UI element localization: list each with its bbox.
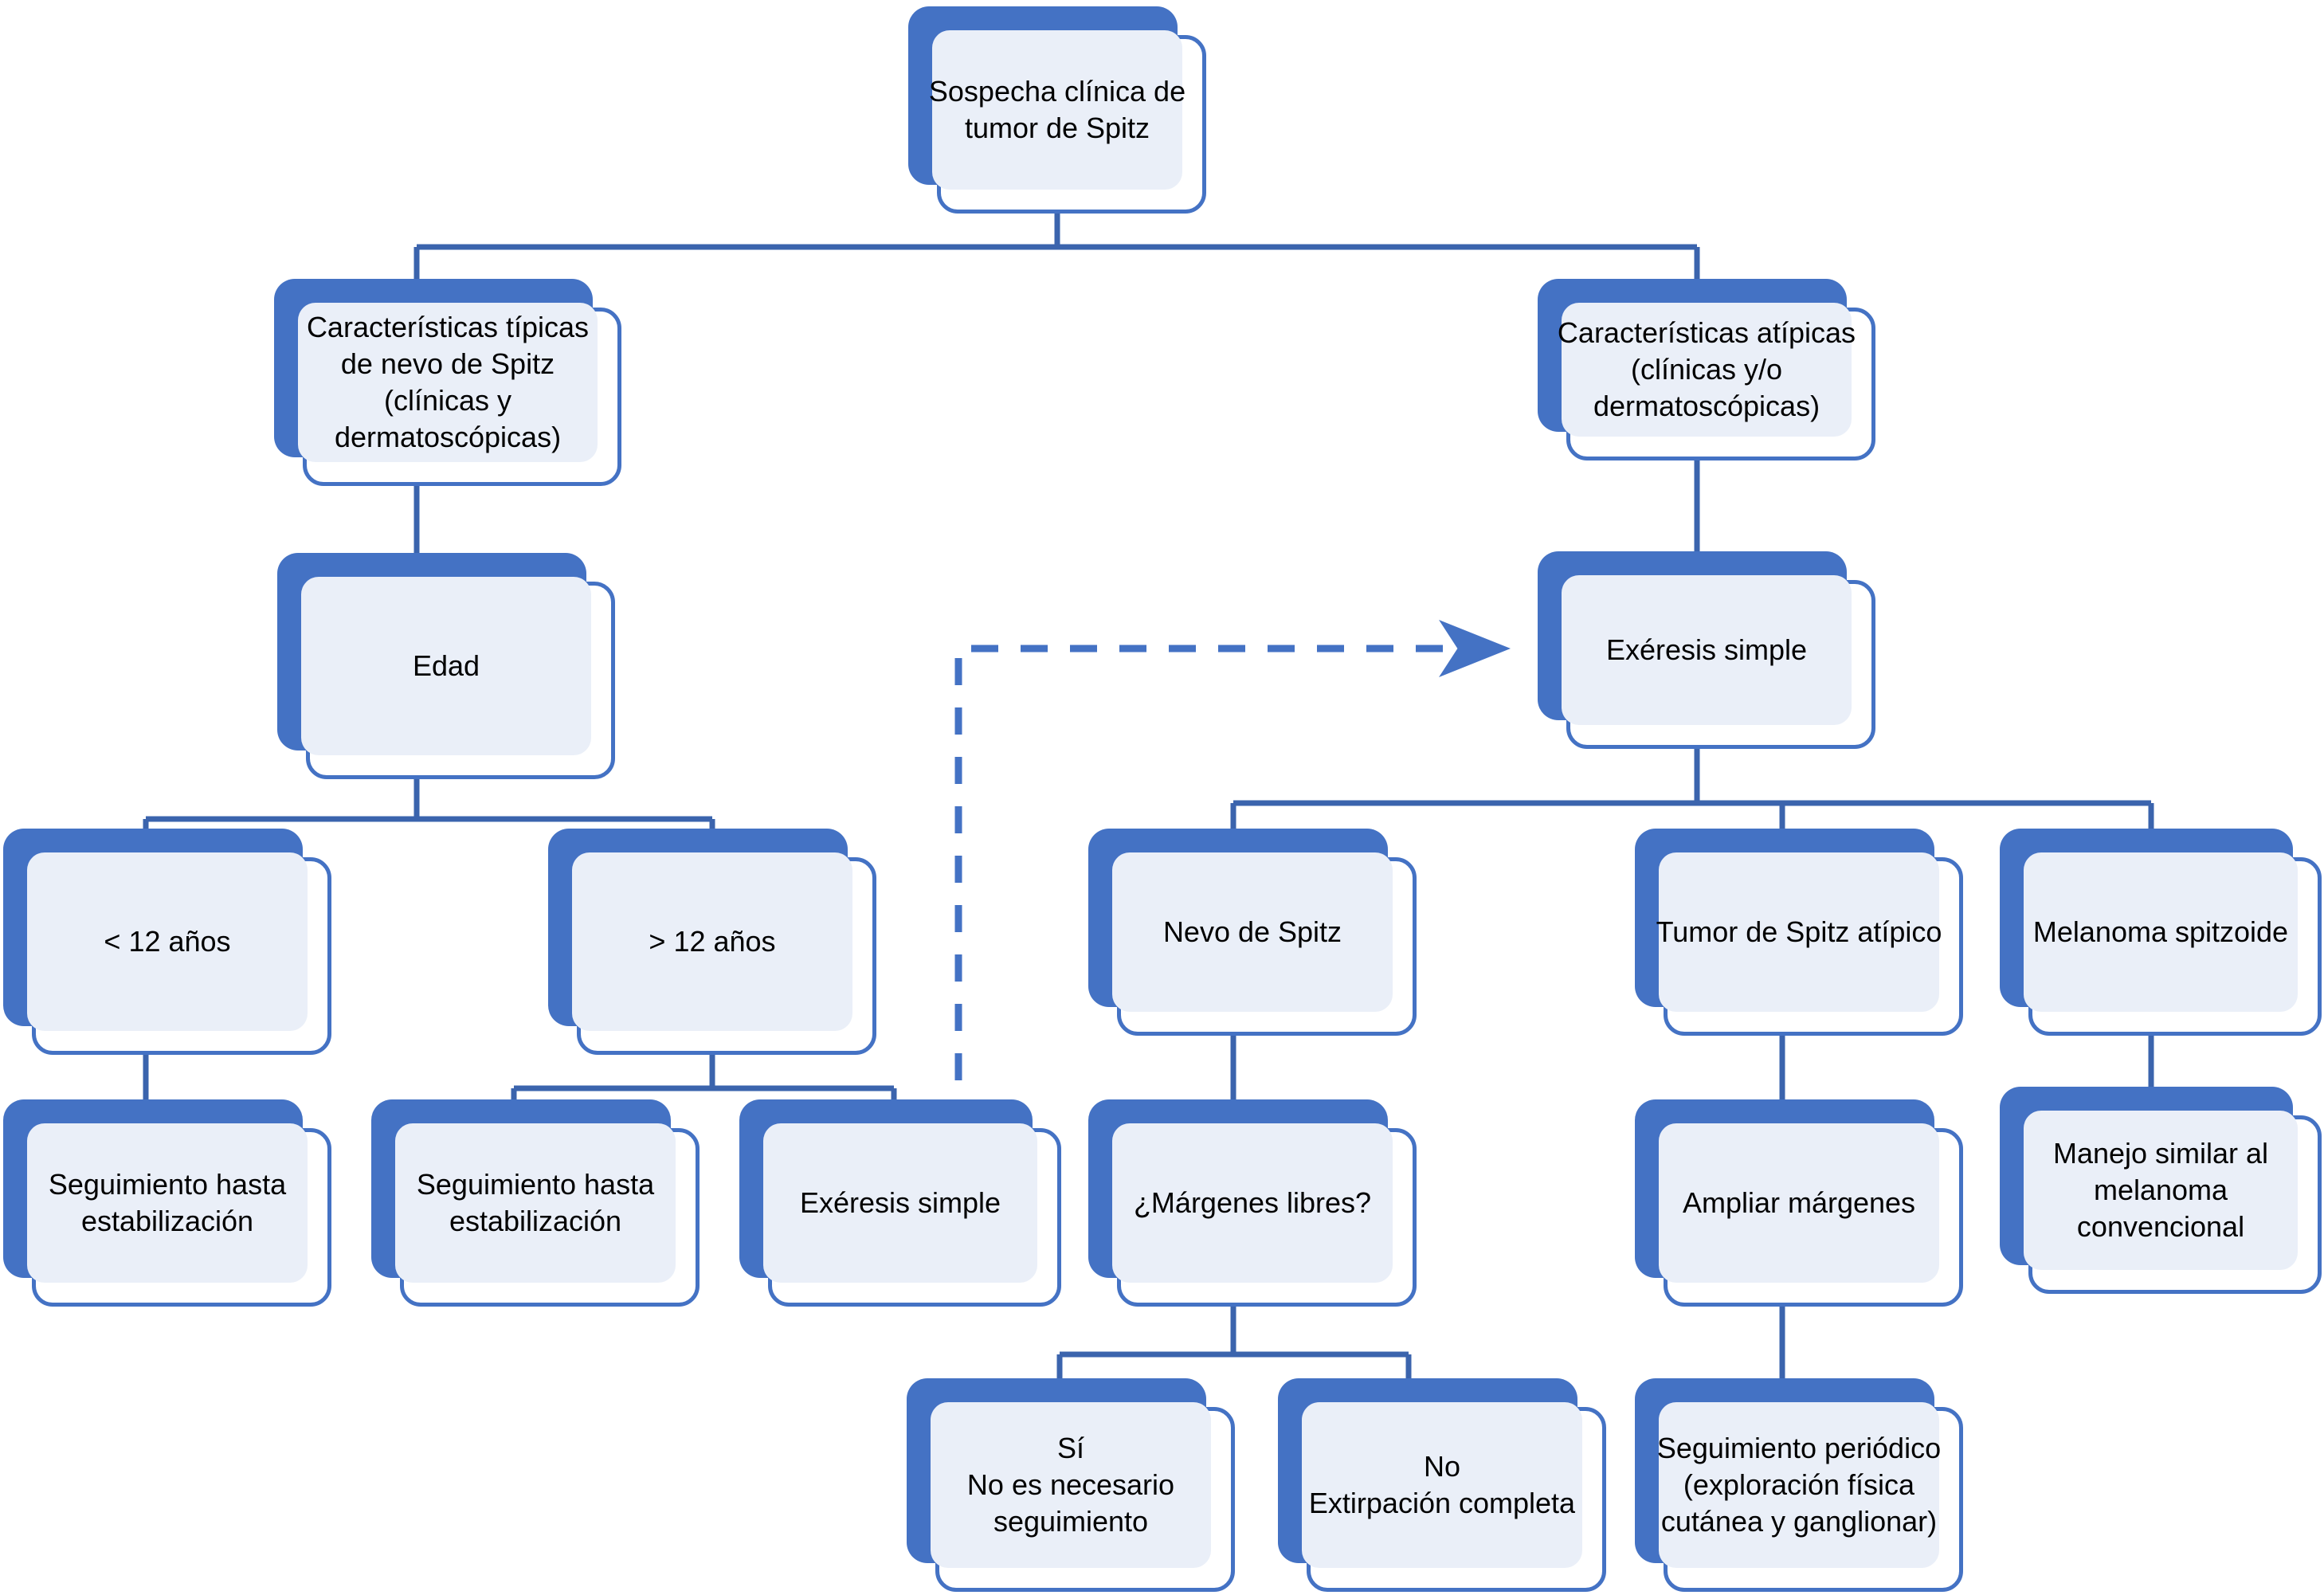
node-content: Sospecha clínica de tumor de Spitz bbox=[908, 6, 1206, 214]
node-shape-stack bbox=[548, 829, 876, 1055]
node-content: Exéresis simple bbox=[1538, 551, 1875, 749]
node-caracteristicas-atipicas[interactable]: Características atípicas (clínicas y/o d… bbox=[1538, 279, 1875, 460]
node-label: Sí No es necesario seguimiento bbox=[966, 1431, 1175, 1538]
node-label: Manejo similar al melanoma convencional bbox=[2052, 1136, 2269, 1244]
node-inner-plate bbox=[1659, 1123, 1939, 1283]
node-inner-plate bbox=[27, 1123, 308, 1283]
node-content: No Extirpación completa bbox=[1278, 1378, 1606, 1592]
node-inner-plate bbox=[1112, 1123, 1393, 1283]
node-shape-stack bbox=[277, 553, 615, 779]
node-inner-plate bbox=[2024, 852, 2298, 1012]
node-content: ¿Márgenes libres? bbox=[1088, 1099, 1417, 1307]
node-tumor-spitz-atipico[interactable]: Tumor de Spitz atípico bbox=[1635, 829, 1963, 1036]
node-label: < 12 años bbox=[104, 924, 231, 958]
node-shape-stack bbox=[1088, 1099, 1417, 1307]
node-ampliar-margenes[interactable]: Ampliar márgenes bbox=[1635, 1099, 1963, 1307]
node-si-no-es-necesario-seguimiento[interactable]: Sí No es necesario seguimiento bbox=[907, 1378, 1235, 1592]
node-content: Edad bbox=[277, 553, 615, 779]
node-no-extirpacion-completa[interactable]: No Extirpación completa bbox=[1278, 1378, 1606, 1592]
node-shape-stack bbox=[371, 1099, 700, 1307]
node-shape-stack bbox=[3, 1099, 331, 1307]
node-shape-stack bbox=[2000, 829, 2322, 1036]
node-shape-stack bbox=[1538, 551, 1875, 749]
node-shape-stack bbox=[1538, 279, 1875, 460]
node-label: Seguimiento periódico (exploración físic… bbox=[1656, 1431, 1942, 1538]
node-melanoma-spitzoide[interactable]: Melanoma spitzoide bbox=[2000, 829, 2322, 1036]
node-seguimiento-estabilizacion-centro[interactable]: Seguimiento hasta estabilización bbox=[371, 1099, 700, 1307]
node-shape-stack bbox=[1635, 829, 1963, 1036]
node-inner-plate bbox=[1562, 575, 1852, 725]
node-exeresis-simple-derecha[interactable]: Exéresis simple bbox=[1538, 551, 1875, 749]
node-seguimiento-estabilizacion-izquierda[interactable]: Seguimiento hasta estabilización bbox=[3, 1099, 331, 1307]
node-shape-stack bbox=[274, 279, 621, 486]
node-caracteristicas-tipicas[interactable]: Características típicas de nevo de Spitz… bbox=[274, 279, 621, 486]
node-content: Ampliar márgenes bbox=[1635, 1099, 1963, 1307]
node-exeresis-simple-izquierda[interactable]: Exéresis simple bbox=[739, 1099, 1061, 1307]
node-label: > 12 años bbox=[649, 924, 776, 958]
node-seguimiento-periodico[interactable]: Seguimiento periódico (exploración físic… bbox=[1635, 1378, 1963, 1592]
node-label: Edad bbox=[412, 649, 480, 682]
node-inner-plate bbox=[298, 303, 598, 462]
node-label: Seguimiento hasta estabilización bbox=[416, 1167, 655, 1237]
node-content: Manejo similar al melanoma convencional bbox=[2000, 1087, 2322, 1294]
node-inner-plate bbox=[1659, 1402, 1939, 1568]
node-inner-plate bbox=[1659, 852, 1939, 1012]
node-inner-plate bbox=[301, 577, 591, 755]
node-content: Exéresis simple bbox=[739, 1099, 1061, 1307]
node-inner-plate bbox=[572, 852, 852, 1031]
node-content: Tumor de Spitz atípico bbox=[1635, 829, 1963, 1036]
node-shape-stack bbox=[908, 6, 1206, 214]
node-content: Nevo de Spitz bbox=[1088, 829, 1417, 1036]
node-label: Características típicas de nevo de Spitz… bbox=[306, 310, 590, 454]
node-label: Exéresis simple bbox=[1605, 633, 1808, 666]
node-content: Características atípicas (clínicas y/o d… bbox=[1538, 279, 1875, 460]
node-shape-stack bbox=[907, 1378, 1235, 1592]
node-label: Seguimiento hasta estabilización bbox=[48, 1167, 287, 1237]
node-inner-plate bbox=[932, 30, 1182, 190]
node-label: Sospecha clínica de tumor de Spitz bbox=[928, 74, 1186, 144]
node-menor-12-anos[interactable]: < 12 años bbox=[3, 829, 331, 1055]
node-label: No Extirpación completa bbox=[1308, 1449, 1576, 1519]
node-shape-stack bbox=[2000, 1087, 2322, 1294]
node-content: Seguimiento hasta estabilización bbox=[371, 1099, 700, 1307]
node-sospecha-clinica[interactable]: Sospecha clínica de tumor de Spitz bbox=[908, 6, 1206, 214]
node-shape-stack bbox=[1635, 1378, 1963, 1592]
node-content: Seguimiento hasta estabilización bbox=[3, 1099, 331, 1307]
node-content: Melanoma spitzoide bbox=[2000, 829, 2322, 1036]
node-inner-plate bbox=[2024, 1111, 2298, 1270]
node-inner-plate bbox=[27, 852, 308, 1031]
node-content: > 12 años bbox=[548, 829, 876, 1055]
node-shape-stack bbox=[1635, 1099, 1963, 1307]
node-label: Tumor de Spitz atípico bbox=[1656, 915, 1942, 948]
node-label: Características atípicas (clínicas y/o d… bbox=[1557, 315, 1856, 423]
node-content: Sí No es necesario seguimiento bbox=[907, 1378, 1235, 1592]
node-margenes-libres[interactable]: ¿Márgenes libres? bbox=[1088, 1099, 1417, 1307]
node-label: Ampliar márgenes bbox=[1682, 1185, 1916, 1219]
node-label: Nevo de Spitz bbox=[1162, 915, 1342, 948]
node-nevo-de-spitz[interactable]: Nevo de Spitz bbox=[1088, 829, 1417, 1036]
node-shape-stack bbox=[3, 829, 331, 1055]
node-manejo-melanoma-convencional[interactable]: Manejo similar al melanoma convencional bbox=[2000, 1087, 2322, 1294]
node-inner-plate bbox=[763, 1123, 1037, 1283]
node-content: Características típicas de nevo de Spitz… bbox=[274, 279, 621, 486]
node-content: Seguimiento periódico (exploración físic… bbox=[1635, 1378, 1963, 1592]
node-label: Exéresis simple bbox=[799, 1185, 1001, 1219]
node-shape-stack bbox=[1278, 1378, 1606, 1592]
node-inner-plate bbox=[1562, 303, 1852, 437]
node-label: ¿Márgenes libres? bbox=[1133, 1185, 1372, 1219]
node-content: < 12 años bbox=[3, 829, 331, 1055]
node-inner-plate bbox=[1302, 1402, 1582, 1568]
node-mayor-12-anos[interactable]: > 12 años bbox=[548, 829, 876, 1055]
node-edad[interactable]: Edad bbox=[277, 553, 615, 779]
node-inner-plate bbox=[395, 1123, 676, 1283]
node-shape-stack bbox=[739, 1099, 1061, 1307]
node-inner-plate bbox=[931, 1402, 1211, 1568]
node-label: Melanoma spitzoide bbox=[2032, 915, 2289, 948]
